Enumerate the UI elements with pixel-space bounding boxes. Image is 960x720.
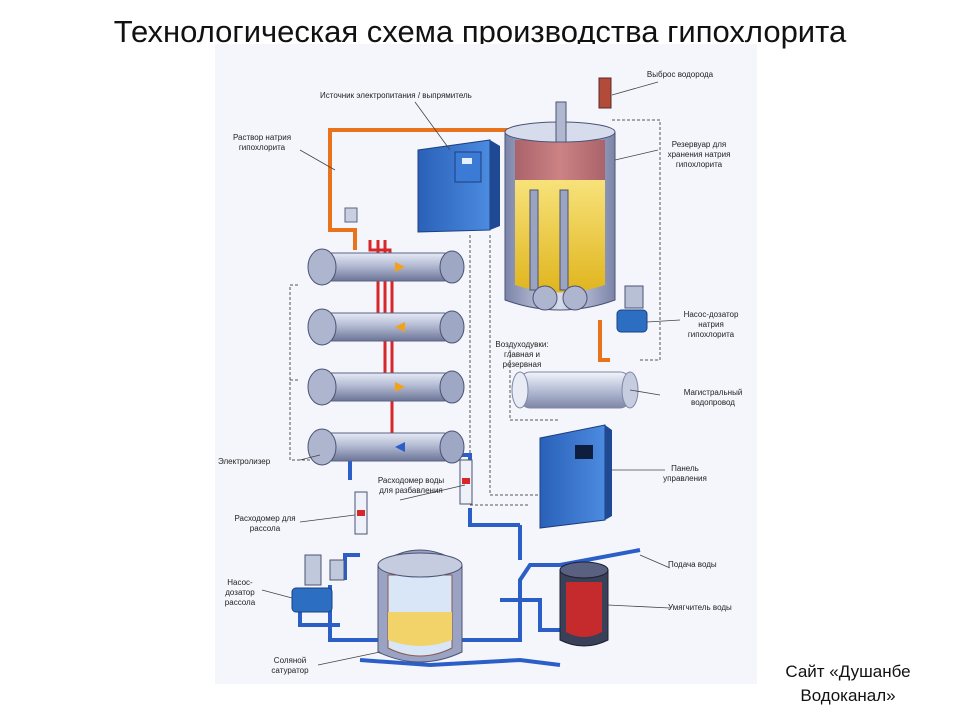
electrolyzer-cell	[307, 428, 465, 466]
main-water-pipe	[511, 371, 639, 409]
label-hypochlorite-solution: Раствор натрия гипохлорита	[232, 133, 292, 152]
flowmeters	[354, 459, 473, 535]
salt-saturator	[377, 549, 463, 663]
label-hydrogen-vent: Выброс водорода	[646, 70, 714, 79]
label-water-supply: Подача воды	[668, 560, 717, 569]
blower-main	[532, 285, 558, 311]
label-main-water-line: Магистральный водопровод	[683, 388, 743, 407]
electrolyzer-cell	[307, 308, 465, 346]
label-electrolyzer: Электролизер	[218, 457, 271, 466]
brine-dosing-pump	[291, 554, 345, 613]
label-hypochlorite-dosing-pump: Насос-дозатор натрия гипохлорита	[683, 310, 739, 339]
sensor-box	[344, 207, 358, 223]
electrolyzer-stack	[307, 207, 465, 466]
blower-reserve	[562, 285, 588, 311]
label-water-softener: Умягчитель воды	[668, 603, 732, 612]
callout-leaders	[261, 81, 681, 666]
label-salt-saturator: Соляной сатуратор	[271, 656, 309, 675]
electrolyzer-cell	[307, 248, 465, 286]
label-storage-tank: Резервуар для хранения натрия гипохлорит…	[667, 140, 731, 169]
storage-tank	[504, 77, 616, 311]
water-softener	[559, 561, 609, 647]
electrolyzer-cell	[307, 368, 465, 406]
rectifier-cabinet	[417, 139, 500, 233]
slide-title-line-1: Технологическая схема производства гипох…	[113, 14, 847, 49]
label-blowers: Воздуходувки: главная и резервная	[495, 340, 549, 369]
label-brine-dosing-pump: Насос-дозатор рассола	[224, 578, 256, 607]
label-power-source: Источник электропитания / выпрямитель	[320, 91, 472, 100]
label-brine-flowmeter: Расходомер для рассола	[234, 514, 296, 533]
label-dilution-flowmeter: Расходомер воды для разбавления	[377, 476, 445, 495]
control-panel-cabinet	[539, 424, 612, 529]
source-credit: Сайт «Душанбе Водоканал»	[785, 662, 911, 705]
label-control-panel: Панель управления	[663, 464, 707, 483]
hypochlorite-dosing-pump	[616, 285, 648, 333]
